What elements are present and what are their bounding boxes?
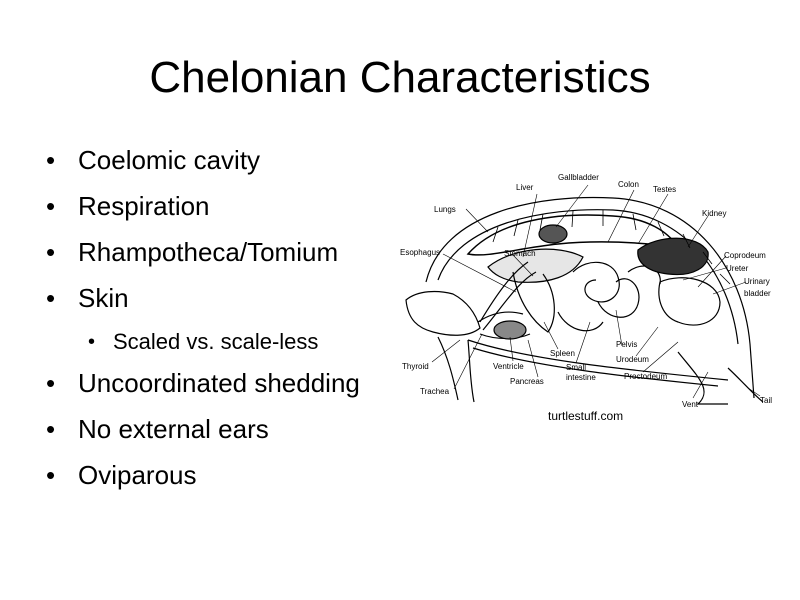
rear-leg-outline <box>677 351 728 405</box>
stomach-outline <box>512 271 555 333</box>
bullet-item: • Oviparous <box>44 458 404 493</box>
gallbladder-outline <box>538 224 568 244</box>
bullet-text: Rhampotheca/Tomium <box>78 237 339 267</box>
bullet-list: • Coelomic cavity • Respiration • Rhampothe… <box>44 143 404 504</box>
label-pelvis: Pelvis <box>616 340 637 349</box>
turtle-anatomy-diagram: Liver Gallbladder Colon Testes Lungs Kid… <box>400 173 772 409</box>
label-tail: Tail <box>760 396 772 405</box>
label-intestine: intestine <box>566 373 596 382</box>
trachea-outline <box>479 261 529 323</box>
bullet-dot-icon: • <box>46 283 56 313</box>
bullet-item: • Uncoordinated shedding <box>44 366 404 401</box>
label-coprodeum: Coprodeum <box>724 251 766 260</box>
bullet-text: Skin <box>78 283 129 313</box>
liver-outline <box>487 248 584 283</box>
head-outline <box>405 290 481 336</box>
intestine-coils <box>557 261 661 332</box>
tail-outline <box>727 367 764 403</box>
label-ureter: Ureter <box>726 264 749 273</box>
bullet-item: • Coelomic cavity <box>44 143 404 178</box>
label-urinary: Urinary <box>744 277 770 286</box>
bladder-outline <box>658 277 721 326</box>
image-credit: turtlestuff.com <box>548 409 624 423</box>
label-lungs: Lungs <box>434 205 456 214</box>
kidney-outline <box>637 237 709 276</box>
label-urodeum: Urodeum <box>616 355 649 364</box>
bullet-dot-icon: • <box>46 237 56 267</box>
label-testes: Testes <box>653 185 676 194</box>
label-vent: Vent <box>682 400 699 409</box>
bullet-dot-icon: • <box>46 368 56 398</box>
label-stomach: Stomach <box>504 249 536 258</box>
label-colon: Colon <box>618 180 639 189</box>
label-liver: Liver <box>516 183 534 192</box>
label-small: Small <box>566 363 586 372</box>
bullet-dot-icon: • <box>46 414 56 444</box>
ventricle-outline <box>493 320 527 340</box>
label-thyroid: Thyroid <box>402 362 429 371</box>
bullet-dot-icon: • <box>46 191 56 221</box>
bullet-item: • No external ears <box>44 412 404 447</box>
bullet-dot-icon: • <box>46 145 56 175</box>
label-gallbladder: Gallbladder <box>558 173 599 182</box>
bullet-dot-icon: • <box>46 460 56 490</box>
bullet-text: Oviparous <box>78 460 197 490</box>
esophagus-outline <box>482 271 537 331</box>
label-kidney: Kidney <box>702 209 726 218</box>
bullet-text: No external ears <box>78 414 269 444</box>
carapace-outline <box>425 196 755 399</box>
label-bladder: bladder <box>744 289 771 298</box>
label-ventricle: Ventricle <box>493 362 524 371</box>
bullet-text: Uncoordinated shedding <box>78 368 360 398</box>
bullet-item: • Respiration <box>44 189 404 224</box>
slide-title: Chelonian Characteristics <box>149 53 651 102</box>
bullet-text: Scaled vs. scale-less <box>113 329 319 354</box>
front-leg-outline <box>437 336 459 401</box>
label-trachea: Trachea <box>420 387 450 396</box>
label-proctodeum: Proctodeum <box>624 372 667 381</box>
label-spleen: Spleen <box>550 349 575 358</box>
bullet-item: • Skin <box>44 281 404 316</box>
bullet-text: Respiration <box>78 191 210 221</box>
plastron-outline <box>467 339 729 381</box>
bullet-item: • Rhampotheca/Tomium <box>44 235 404 270</box>
label-pancreas: Pancreas <box>510 377 544 386</box>
bullet-dot-icon: • <box>88 331 96 353</box>
bullet-text: Coelomic cavity <box>78 145 261 175</box>
label-esophagus: Esophagus <box>400 248 440 257</box>
sub-bullet-item: • Scaled vs. scale-less <box>44 327 404 357</box>
